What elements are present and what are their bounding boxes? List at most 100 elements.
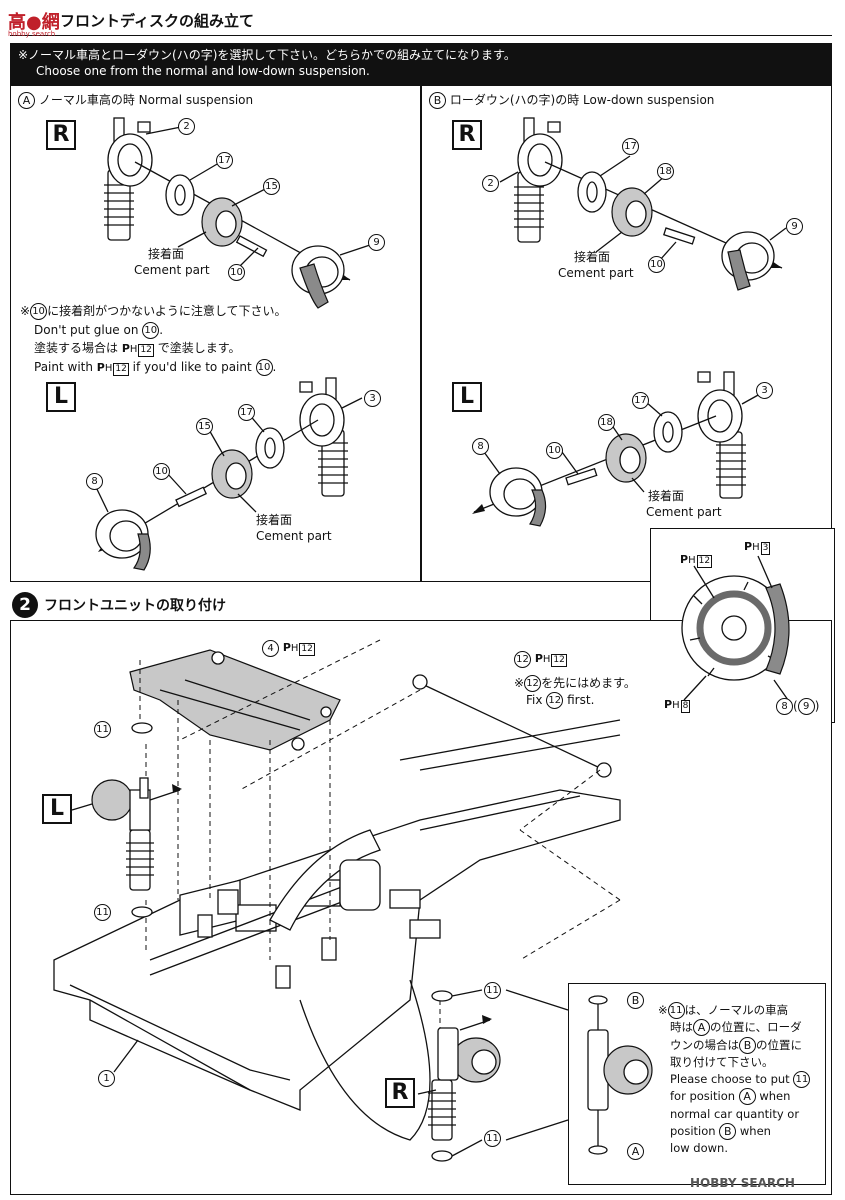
marker-a: A: [18, 92, 35, 109]
panel-b-r-assembly: [499, 117, 787, 291]
part-11-label-bottom-right: 11: [484, 1130, 501, 1147]
part-8-label-b: 8: [472, 438, 489, 455]
side-r-box-step2: R: [385, 1078, 415, 1108]
note-a-part-ref-3: 10: [255, 358, 273, 376]
notice-en: Choose one from the normal and low-down …: [36, 64, 370, 79]
part-12-ph: 12: [551, 654, 567, 667]
part-4-ph: 12: [299, 643, 315, 656]
panel-lowdown-suspension: [421, 85, 832, 582]
part-1-label: 1: [98, 1070, 115, 1087]
part-3-label-b: 3: [756, 382, 773, 399]
panel-normal-suspension: [10, 85, 421, 582]
part-11-label-top-right: 11: [484, 982, 501, 999]
notice-jp: ※ノーマル車高とローダウン(ハの字)を選択して下さい。どちらかでの組み立てになり…: [18, 48, 516, 62]
inset-position-b: B: [627, 992, 644, 1009]
side-l-box-step2: L: [42, 794, 72, 824]
cement-en-b-l: Cement part: [646, 505, 722, 519]
inset-note-a: A: [693, 1019, 710, 1037]
note-a-jp-1: に接着剤がつかないように注意して下さい。: [47, 304, 287, 318]
inset-en-b: B: [719, 1122, 737, 1140]
painted-disc-detail: [681, 555, 790, 701]
part-10-label-a: 10: [228, 264, 245, 281]
inset-note-part-11: 11: [667, 1002, 685, 1019]
note-a-ph-color-2: 12: [113, 362, 129, 376]
ph-caliper-value: 3: [760, 542, 771, 555]
panel-b-heading: B ローダウン(ハの字)の時 Low-down suspension: [429, 92, 714, 109]
part-8-label-a: 8: [86, 473, 103, 490]
note-a-en-1: Don't put glue on: [34, 322, 139, 337]
inset-note-jp-2: は、ノーマルの車高: [684, 1003, 789, 1017]
side-l-box-b: L: [452, 382, 482, 412]
part-15-label-a: 15: [263, 178, 280, 195]
part-15-label-a-l: 15: [196, 418, 213, 435]
note-a-ph-color: 12: [138, 343, 154, 357]
inset-position-a: A: [627, 1143, 644, 1160]
part-12-number: 12: [514, 651, 531, 668]
inset-note-jp-7: 取り付けて下さい。: [670, 1054, 774, 1069]
inset-note-jp-5: ウンの場合は: [670, 1037, 739, 1052]
part-17-label-b: 17: [622, 138, 639, 155]
part-17-label-a: 17: [216, 152, 233, 169]
ph-hub-value: 8: [680, 700, 691, 713]
part-10-label-a-l: 10: [153, 463, 170, 480]
part-9-label-b: 9: [786, 218, 803, 235]
cement-en-a-l: Cement part: [256, 529, 332, 543]
part-17-label-a-l: 17: [238, 404, 255, 421]
hobby-search-watermark: HOBBY SEARCH: [690, 1176, 795, 1190]
inset-en-7: low down.: [670, 1141, 728, 1155]
note-a-part-ref: 10: [30, 303, 48, 320]
cement-jp-a-l: 接着面: [256, 513, 293, 527]
inset-note-jp-3: 時は: [670, 1020, 693, 1035]
inset-en-a: A: [738, 1088, 756, 1106]
cement-jp-a-r: 接着面: [148, 247, 185, 261]
note-a-prefix: ※: [20, 304, 31, 318]
step2-title: フロントユニットの取り付け: [44, 598, 226, 614]
inset-part-8: 8: [776, 698, 793, 715]
panel-b-title: ローダウン(ハの字)の時 Low-down suspension: [449, 93, 715, 107]
ph-disc-value: 12: [696, 555, 713, 568]
cement-jp-b-r: 接着面: [574, 250, 611, 264]
step2-right-strut: [417, 989, 569, 1162]
part-2-label-b: 2: [482, 175, 499, 192]
part-18-label-b-l: 18: [598, 414, 615, 431]
note-12-ref-2: 12: [546, 692, 564, 710]
note-12-prefix: ※: [514, 676, 525, 690]
cement-jp-b-l: 接着面: [648, 489, 685, 503]
part-17-label-b-l: 17: [632, 392, 649, 409]
note-12-jp: を先にはめます。: [541, 676, 636, 690]
part-10-label-b-l: 10: [546, 442, 563, 459]
hobby-search-logo: 高●網: [8, 12, 60, 33]
side-l-box-a: L: [46, 382, 76, 412]
side-r-box-a: R: [46, 120, 76, 150]
inset-en-4: normal car quantity or: [670, 1106, 800, 1121]
inset-note-jp-6: の位置に: [756, 1037, 802, 1052]
hobby-search-logo-sub: hobby search: [8, 30, 56, 38]
inset-part-9: 9: [797, 698, 815, 715]
part-18-label-b: 18: [657, 163, 674, 180]
panel-a-heading: A ノーマル車高の時 Normal suspension: [18, 92, 253, 109]
inset-en-1: Please choose to put: [670, 1072, 790, 1086]
step1-title: フロントディスクの組み立て: [60, 12, 254, 30]
inset-note-b: B: [739, 1036, 756, 1054]
panel-a-title: ノーマル車高の時 Normal suspension: [38, 93, 254, 107]
suspension-choice-notice: ※ノーマル車高とローダウン(ハの字)を選択して下さい。どちらかでの組み立てになり…: [10, 43, 832, 85]
inset-strut: [587, 995, 653, 1155]
chassis-drawing: [53, 639, 621, 1141]
inset-en-6: when: [739, 1123, 771, 1138]
inset-part-label: 8(9): [776, 698, 819, 715]
cement-en-b-r: Cement part: [558, 266, 634, 280]
inset-note-jp-4: の位置に、ローダ: [710, 1020, 802, 1035]
step2-left-strut: [71, 722, 182, 918]
note-a-en-2a: Paint with: [34, 359, 93, 374]
inset-en-5: position: [670, 1123, 716, 1138]
cement-en-a-r: Cement part: [134, 263, 210, 277]
part-10-label-b: 10: [648, 256, 665, 273]
note-a-jp-2b: で塗装します。: [157, 341, 241, 356]
